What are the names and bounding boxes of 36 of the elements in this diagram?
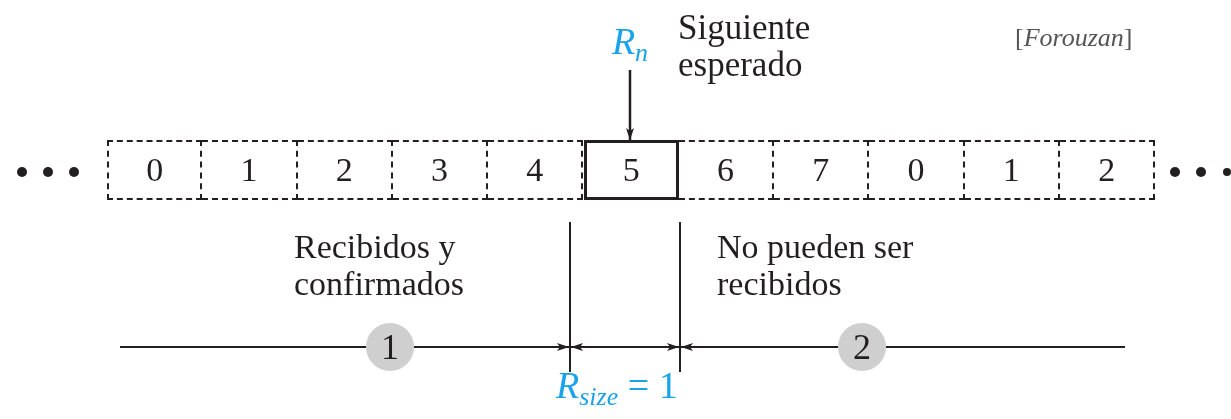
frame-cell [202,140,298,200]
region-label: No pueden ser recibidos [717,228,915,303]
boundary-line [569,222,571,372]
sequence-number: 1 [1002,153,1020,187]
arrow [570,343,680,351]
frame-cell [964,140,1060,200]
sequence-number: 6 [716,153,734,187]
frame-cell [774,140,870,200]
frame-cell [583,140,679,200]
frame-cell [297,140,393,200]
frame-cell [1060,140,1156,200]
source-note: [Forouzan] [1015,22,1133,54]
frame-cell [392,140,489,200]
arrow [626,70,634,140]
arrow [680,343,839,351]
frame-cell [488,140,584,200]
sequence-number: 7 [812,153,830,187]
sequence-number: 1 [240,153,258,187]
pointer-caption: Siguiente esperado [678,10,812,84]
region-label: Recibidos y confirmados [294,228,465,303]
line [885,346,1126,348]
sequence-number: 0 [146,153,164,187]
sequence-number: 3 [431,153,449,187]
variable-label: R$_{n}$ [611,22,649,60]
sequence-number: 5 [622,153,640,187]
sequence-number: 2 [1098,153,1116,187]
sequence-number: 0 [907,153,925,187]
frame-cell [869,140,965,200]
frame-cell [678,140,775,200]
sequence-number: 2 [335,153,353,187]
window-size-label: R$_{size}$ = 1 [556,366,678,404]
sequence-number: 4 [526,153,544,187]
arrow [413,343,570,351]
frame-cell [107,140,203,200]
boundary-line [679,222,681,372]
line [119,346,367,348]
